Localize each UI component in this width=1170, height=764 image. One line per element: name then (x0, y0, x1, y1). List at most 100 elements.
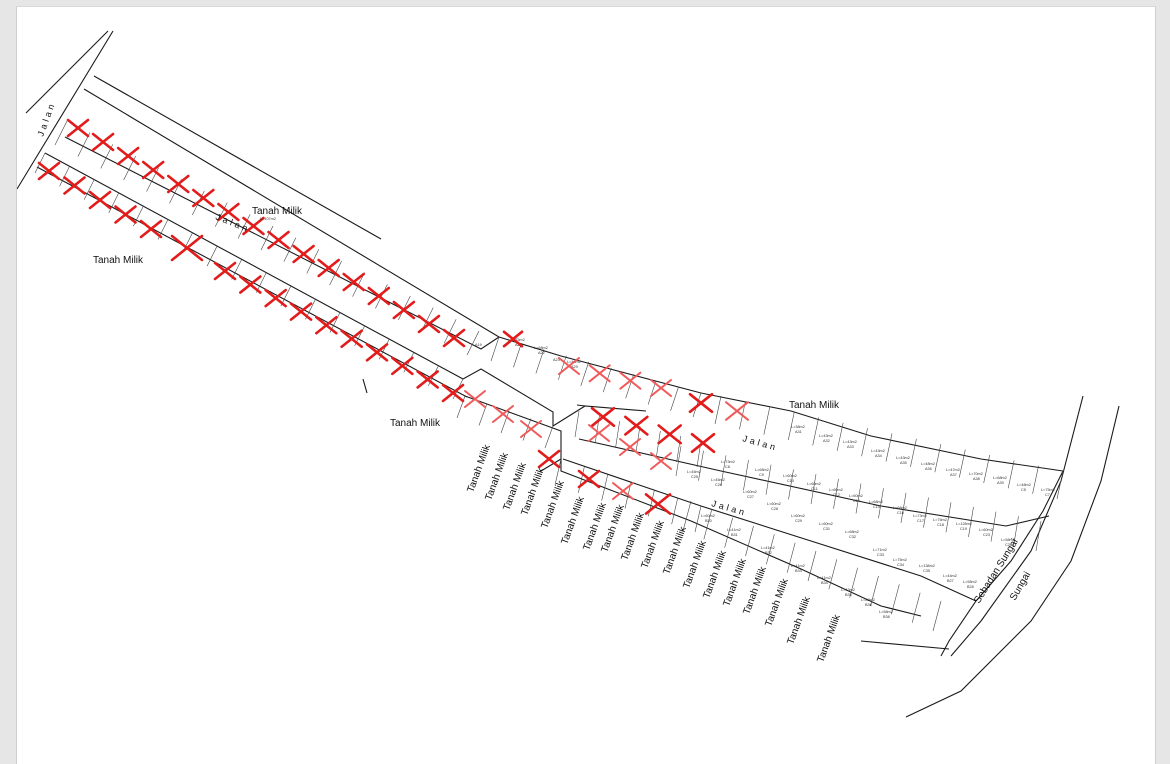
lot-id: B27 (947, 579, 954, 583)
lot-divider (578, 466, 585, 493)
lot-area: L=43m2 (841, 588, 855, 592)
lot-area: L=41m2 (791, 564, 805, 568)
lot-area: L=75m2 (1041, 488, 1055, 492)
sold-lot-cross (63, 176, 86, 195)
boundary-line (17, 30, 114, 190)
lot-divider (836, 422, 844, 451)
lot-id: C19 (960, 527, 967, 531)
lot-divider (833, 478, 839, 509)
boundary-line (860, 640, 950, 650)
sold-lot-cross (520, 420, 542, 438)
sold-lot-cross (170, 234, 204, 262)
lot-divider (671, 498, 678, 525)
site-plan-map: A19L=75m2A21L=68m2A22A23L=43m2A29L=38m2A… (17, 30, 1120, 718)
main-labels: Jalan Jalan Jalan Jalan Tanah Milik L=10… (35, 100, 1033, 606)
boundary-line (950, 395, 1084, 657)
lot-divider (932, 600, 942, 632)
lot-id: B33 (795, 569, 802, 573)
lot-area: L=73m2 (913, 514, 927, 518)
sold-lot-cross (619, 371, 642, 390)
sold-lot-cross (464, 390, 486, 408)
tanah-milik-tick-label: Tanah Milik (681, 538, 709, 590)
lot-divider (724, 517, 733, 548)
lot-id: A19 (475, 343, 482, 347)
lot-id: A29 (571, 365, 578, 369)
lot-divider (676, 435, 681, 463)
lot-area: L=58m2 (963, 580, 977, 584)
label-jalan-west: Jalan (35, 100, 57, 138)
lot-id: B32 (765, 551, 772, 555)
lot-divider (522, 418, 532, 441)
lot-area: L=47m2 (946, 468, 960, 472)
lot-divider (787, 412, 795, 441)
lot-id: C18 (937, 523, 944, 527)
lot-id: B38 (883, 615, 890, 619)
lot-divider (788, 469, 794, 500)
lot-id: B31 (731, 533, 738, 537)
lot-divider (574, 410, 580, 438)
lot-id: B34 (821, 581, 828, 585)
sold-lot-cross (624, 415, 649, 436)
boundary-line (940, 470, 1064, 657)
lot-id: C15 (873, 505, 880, 509)
lot-area: L=75m2 (511, 338, 525, 342)
lot-id: A37 (950, 473, 957, 477)
lot-divider (911, 592, 921, 623)
lot-area: L=43m2 (843, 440, 857, 444)
lot-area: L=60m2 (767, 502, 781, 506)
lot-id: A22 (538, 351, 545, 355)
lot-id: A35 (900, 461, 907, 465)
sold-lot-cross (688, 392, 714, 414)
sold-lot-cross (558, 357, 580, 375)
sold-lot-cross (192, 188, 215, 208)
lot-divider (513, 343, 522, 368)
lot-divider (601, 474, 608, 501)
boundary-line (578, 438, 1050, 527)
sold-lot-cross (391, 356, 414, 376)
tanah-milik-tick-label: Tanah Milik (785, 594, 813, 646)
sold-lot-marks (37, 118, 749, 515)
sold-lot-cross (342, 272, 366, 292)
lot-divider (807, 550, 817, 582)
lot-divider (443, 319, 457, 344)
lot-divider (910, 438, 917, 467)
label-tanah-milik-east: Tanah Milik (789, 400, 840, 411)
label-tanah-milik-top-area: L=107m2 (260, 217, 276, 221)
lot-area: L=60m2 (979, 528, 993, 532)
tanah-milik-tick-label: Tanah Milik (539, 478, 567, 530)
lot-id: A36 (925, 467, 932, 471)
lot-divider (743, 460, 749, 491)
lot-area: L=128m2 (956, 522, 972, 526)
lot-divider (214, 202, 228, 227)
lot-area: L=38m2 (791, 425, 805, 429)
sold-lot-cross (116, 146, 140, 166)
lot-area: L=68m2 (845, 530, 859, 534)
lot-area: L=43m2 (896, 456, 910, 460)
sold-lot-cross (588, 424, 610, 442)
lot-id: C17 (917, 519, 924, 523)
lot-divider (745, 525, 754, 557)
lot-divider (535, 349, 545, 374)
sold-lot-cross (690, 432, 716, 454)
lot-id: A31 (795, 430, 802, 434)
sold-lot-cross (141, 160, 165, 180)
lot-id: C23 (983, 533, 990, 537)
label-tanah-milik-top: Tanah Milik (252, 206, 303, 217)
lot-id: C33 (877, 553, 884, 557)
